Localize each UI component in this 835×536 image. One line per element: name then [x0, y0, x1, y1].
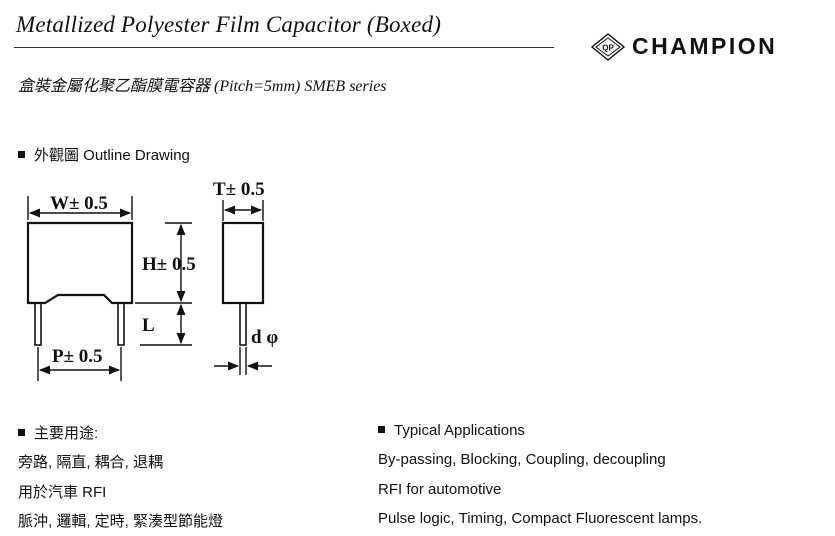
- bullet-square-icon: [378, 425, 385, 433]
- pitch-label: P± 0.5: [52, 346, 103, 367]
- lead-diameter-label: d φ: [251, 327, 278, 348]
- champion-diamond-icon: QP: [590, 33, 626, 61]
- uses-zh-item: 旁路, 隔直, 耦合, 退耦: [18, 454, 164, 471]
- document-title: Metallized Polyester Film Capacitor (Box…: [16, 12, 442, 37]
- side-lead: [239, 302, 247, 346]
- uses-zh-heading-text: 主要用途:: [34, 425, 99, 442]
- uses-en-item: By-passing, Blocking, Coupling, decoupli…: [378, 451, 666, 468]
- brand-logo: QP CHAMPION: [590, 33, 825, 63]
- brand-name: CHAMPION: [632, 33, 778, 59]
- uses-zh-heading: 主要用途:: [18, 422, 98, 443]
- bullet-square-icon: [18, 150, 25, 158]
- document-subtitle: 盒裝金屬化聚乙酯膜電容器 (Pitch=5mm) SMEB series: [18, 78, 387, 95]
- uses-zh-item: 脈沖, 邏輯, 定時, 緊湊型節能燈: [18, 513, 224, 530]
- uses-en-item: Pulse logic, Timing, Compact Fluorescent…: [378, 510, 703, 527]
- width-label: W± 0.5: [50, 193, 108, 214]
- thickness-label: T± 0.5: [213, 179, 265, 200]
- uses-zh-item: 用於汽車 RFI: [18, 484, 107, 501]
- capacitor-side-body: [221, 221, 265, 305]
- front-lead-right: [117, 302, 125, 346]
- front-lead-left: [34, 302, 42, 346]
- height-label: H± 0.5: [142, 254, 196, 275]
- brand-logo-text: QP: [602, 44, 614, 53]
- bullet-square-icon: [18, 428, 25, 436]
- uses-en-heading: Typical Applications: [378, 422, 525, 439]
- uses-en-item: RFI for automotive: [378, 481, 502, 498]
- outline-heading-text: 外觀圖 Outline Drawing: [34, 147, 190, 164]
- lead-length-label: L: [142, 315, 155, 336]
- uses-en-heading-text: Typical Applications: [394, 422, 525, 439]
- outline-heading: 外觀圖 Outline Drawing: [18, 144, 190, 165]
- title-divider: [14, 47, 554, 48]
- capacitor-front-body: [26, 221, 134, 305]
